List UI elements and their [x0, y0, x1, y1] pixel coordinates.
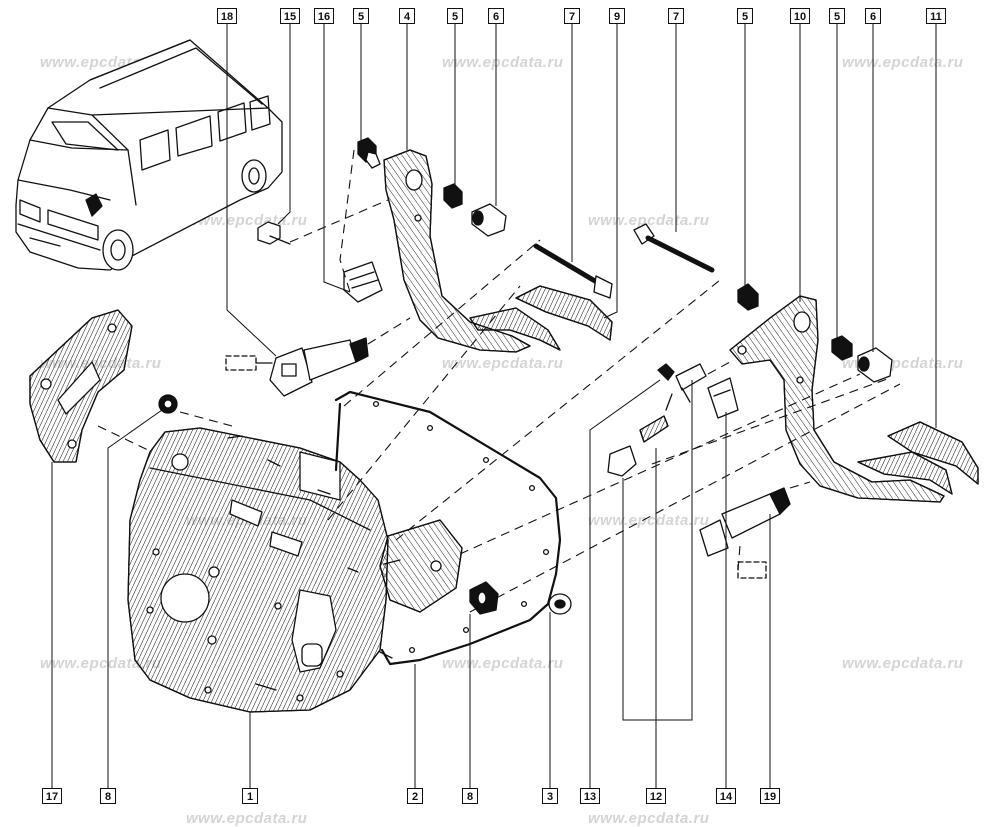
- watermark: www.epcdata.ru: [442, 355, 564, 372]
- callout-7: 7: [564, 8, 580, 24]
- watermark: www.epcdata.ru: [442, 54, 564, 71]
- callout-8: 8: [462, 788, 478, 804]
- callout-5: 5: [737, 8, 753, 24]
- callout-12: 12: [646, 788, 666, 804]
- sleeve-6b: [857, 347, 893, 383]
- callout-3: 3: [542, 788, 558, 804]
- clutch-pedal: [383, 149, 561, 353]
- clip-14: [707, 377, 739, 419]
- bush-5a: [357, 137, 381, 169]
- van-illustration: [15, 39, 283, 271]
- switch-19: [699, 487, 791, 579]
- callout-9: 9: [609, 8, 625, 24]
- brake-pedal: [729, 295, 953, 503]
- watermark: www.epcdata.ru: [442, 655, 564, 672]
- bolt-7a: [533, 243, 613, 299]
- watermark: www.epcdata.ru: [588, 212, 710, 229]
- callout-4: 4: [399, 8, 415, 24]
- callout-19: 19: [760, 788, 780, 804]
- bush-5c: [737, 283, 759, 311]
- watermark: www.epcdata.ru: [842, 655, 964, 672]
- bush-5b: [443, 183, 463, 209]
- callout-7: 7: [668, 8, 684, 24]
- callout-11: 11: [926, 8, 946, 24]
- bolt-7b: [633, 223, 715, 273]
- bush-5d: [831, 335, 853, 361]
- spring-assembly-12: [607, 363, 707, 477]
- assembly-lines: [97, 149, 901, 613]
- leader-lines: [51, 24, 937, 788]
- callout-5: 5: [447, 8, 463, 24]
- callout-13: 13: [580, 788, 600, 804]
- nut-8a: [158, 394, 178, 414]
- gasket-frame: [334, 390, 562, 666]
- callout-5: 5: [353, 8, 369, 24]
- callout-17: 17: [42, 788, 62, 804]
- callout-14: 14: [716, 788, 736, 804]
- nut-8b: [469, 581, 499, 615]
- clip-16: [343, 261, 383, 303]
- bracket-17: [29, 309, 133, 463]
- connector-marker-18: [225, 355, 273, 371]
- callout-5: 5: [829, 8, 845, 24]
- pedal-pad-9: [515, 285, 613, 341]
- callout-6: 6: [488, 8, 504, 24]
- watermark: www.epcdata.ru: [842, 54, 964, 71]
- watermark: www.epcdata.ru: [40, 655, 162, 672]
- callout-18: 18: [217, 8, 237, 24]
- callout-8: 8: [100, 788, 116, 804]
- pedal-pad-11: [887, 421, 979, 485]
- callout-6: 6: [865, 8, 881, 24]
- watermark: www.epcdata.ru: [588, 512, 710, 529]
- sleeve-6a: [471, 203, 507, 237]
- pedal-housing: [127, 427, 393, 713]
- callout-10: 10: [790, 8, 810, 24]
- callout-15: 15: [280, 8, 300, 24]
- bolt-15: [257, 221, 291, 245]
- switch-18: [269, 337, 369, 397]
- grommet-3: [548, 593, 572, 615]
- callout-2: 2: [407, 788, 423, 804]
- callout-1: 1: [242, 788, 258, 804]
- callout-16: 16: [314, 8, 334, 24]
